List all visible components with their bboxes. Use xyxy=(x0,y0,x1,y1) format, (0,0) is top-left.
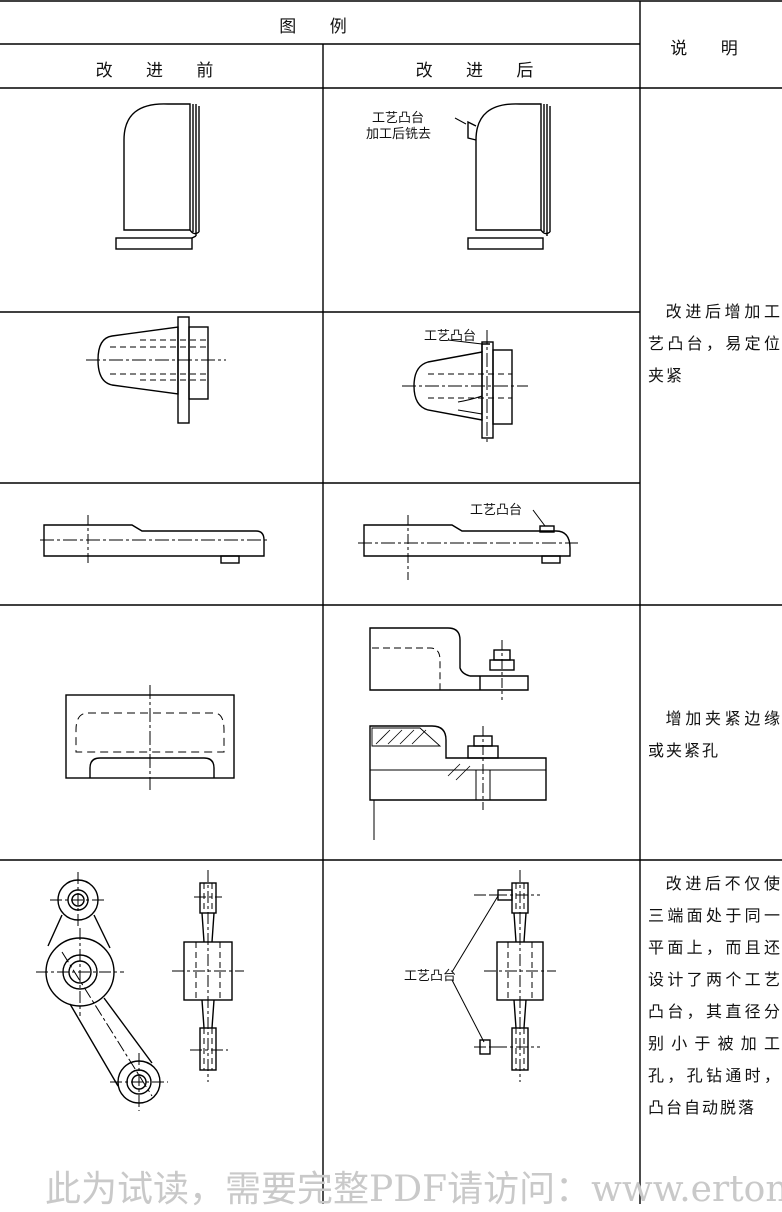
conical-part-after-drawing xyxy=(402,330,528,442)
clamp-edge-after-drawing xyxy=(369,627,547,840)
note-group3: 改进后不仅使三端面处于同一平面上，而且还设计了两个工艺凸台，其直径分别小于被加工… xyxy=(648,874,782,1117)
boss-label-line2: 加工后铣去 xyxy=(366,127,431,142)
description-header: 说 明 xyxy=(670,39,752,59)
three-hole-lever-before-drawing xyxy=(36,870,244,1111)
boss-label-2: 工艺凸台 xyxy=(470,503,522,518)
housing-after-drawing xyxy=(454,103,551,250)
three-hole-lever-after-drawing xyxy=(451,870,556,1082)
conical-part-before-drawing xyxy=(86,316,226,424)
figure-title: 图 例 xyxy=(279,17,361,37)
housing-before-drawing xyxy=(115,103,200,250)
lever-before-drawing xyxy=(40,515,270,566)
note-group2: 增加夹紧边缘或夹紧孔 xyxy=(648,709,782,760)
plate-before-drawing xyxy=(65,685,235,790)
note-group1: 改进后增加工艺凸台，易定位夹紧 xyxy=(648,302,782,385)
watermark-text: 此为试读，需要完整PDF请访问：www.ertong xyxy=(45,1169,782,1210)
lever-after-drawing xyxy=(358,509,578,580)
process-boss-mark xyxy=(467,120,477,141)
before-column-header: 改 进 前 xyxy=(95,61,228,81)
boss-label-line1: 工艺凸台 xyxy=(372,111,424,126)
boss-label-3: 工艺凸台 xyxy=(404,969,456,984)
boss-label: 工艺凸台 xyxy=(424,329,476,344)
process-boss-mark xyxy=(539,525,555,533)
after-column-header: 改 进 后 xyxy=(415,61,548,81)
